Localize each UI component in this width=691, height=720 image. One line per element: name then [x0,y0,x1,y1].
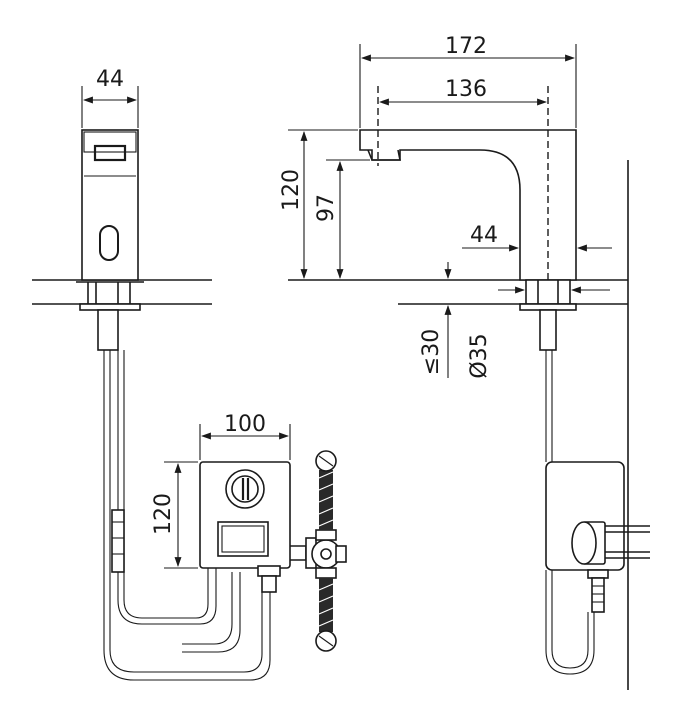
dim-front-width: 44 [96,67,124,92]
dim-box-height: 120 [151,493,176,535]
dim-deck-thickness: ≤30 [419,329,444,375]
sensor-window-icon [99,225,119,261]
dim-outlet-height: 97 [314,194,339,222]
side-view [288,86,650,690]
dim-spout-reach: 136 [445,77,487,102]
dim-box-width: 100 [224,412,266,437]
side-dimensions: 172 136 120 97 44 ≤30 Ø35 [279,34,612,379]
dim-hole-diameter: Ø35 [467,333,492,378]
dim-spout-height: 120 [279,169,304,211]
front-dimensions: 44 100 120 [81,67,291,569]
dim-side-length: 172 [445,34,487,59]
front-view [32,129,347,681]
dim-side-width: 44 [470,223,498,248]
